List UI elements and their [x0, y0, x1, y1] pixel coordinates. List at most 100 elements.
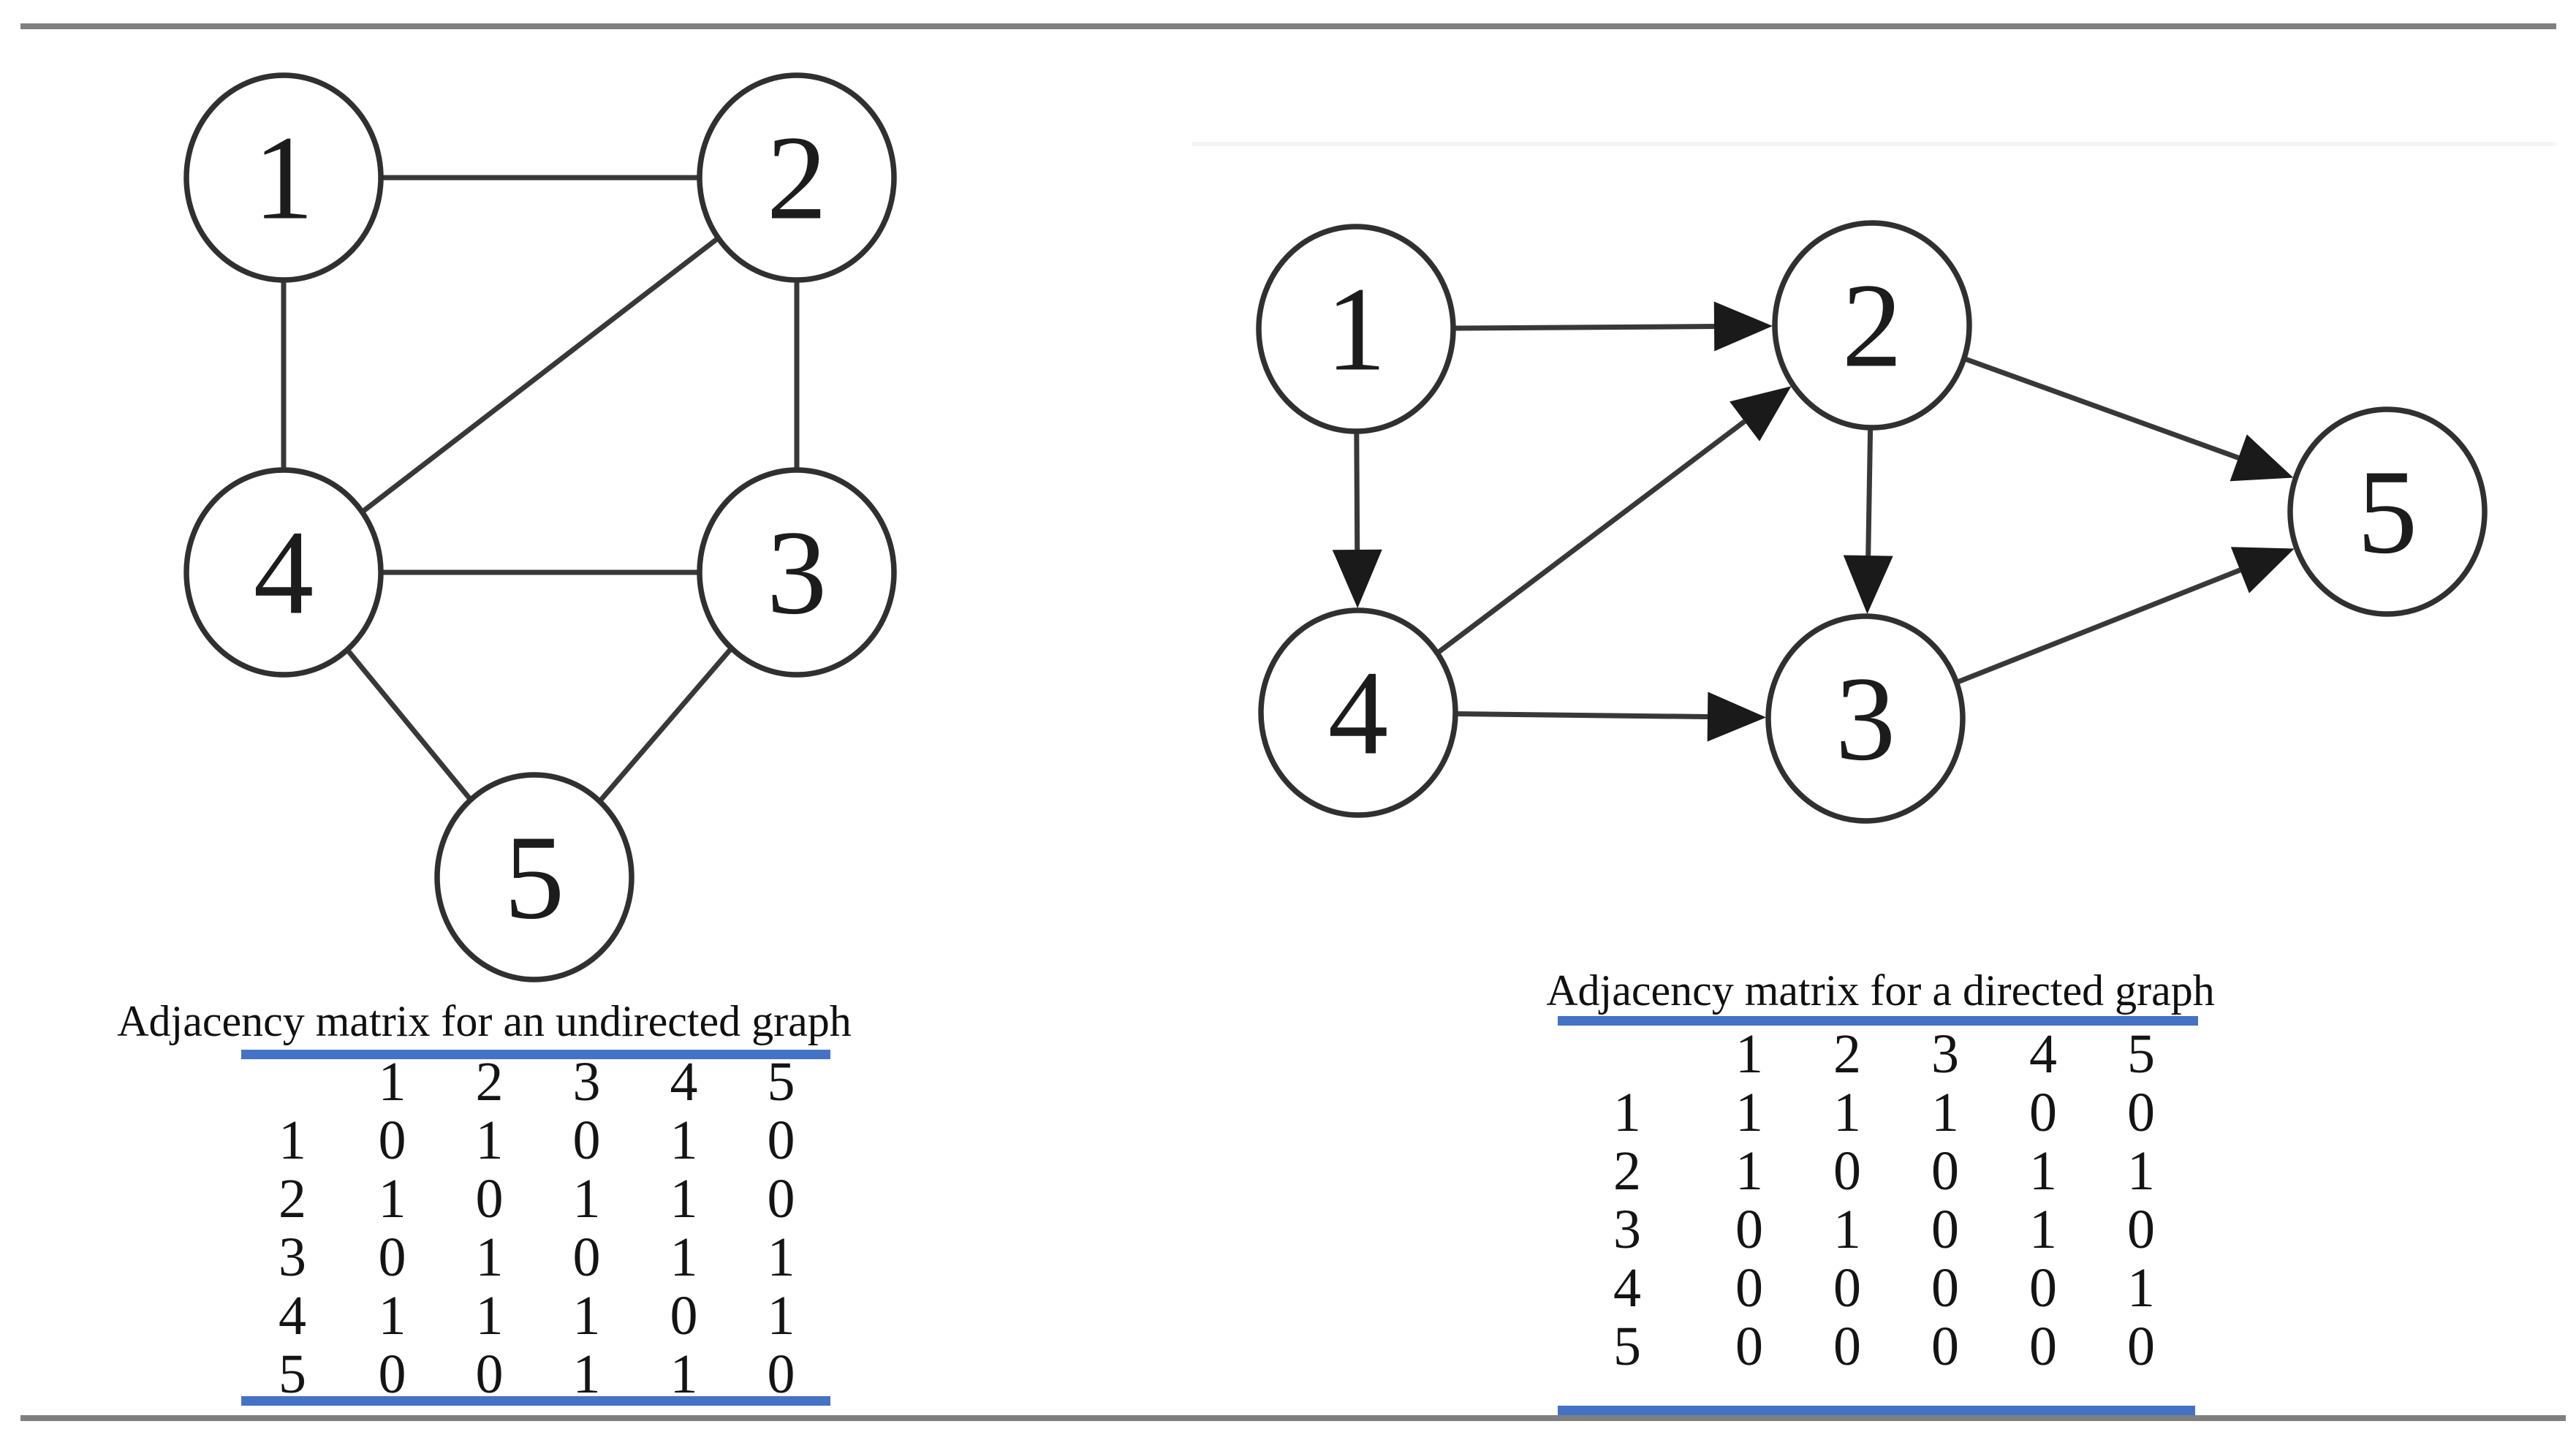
node-label-5: 5: [2357, 445, 2418, 579]
edge-2-5: [1963, 356, 2240, 461]
matrix-row-label: 4: [1613, 1257, 1641, 1319]
node-label-2: 2: [1842, 259, 1903, 393]
matrix-cell: 0: [2029, 1082, 2057, 1143]
matrix-row-label: 2: [1613, 1140, 1641, 1202]
matrix-cell: 1: [2029, 1199, 2057, 1260]
node-circle-4: [183, 467, 384, 678]
matrix-row-label: 1: [1613, 1082, 1641, 1143]
matrix-cell: 1: [475, 1110, 504, 1171]
node-5: 5: [434, 772, 634, 982]
node-label-4: 4: [254, 506, 314, 640]
node-label-3: 3: [1836, 652, 1896, 786]
matrix-cell: 0: [1735, 1199, 1763, 1260]
matrix-cell: 0: [1931, 1199, 1959, 1260]
matrix-cell: 1: [1931, 1082, 1959, 1143]
undirected-graph: 1 2 4 3 5: [183, 72, 897, 982]
node-2: 2: [697, 72, 897, 283]
matrix-cell: 0: [2029, 1257, 2057, 1319]
matrix-cell: 1: [670, 1168, 698, 1230]
matrix-cell: 1: [475, 1285, 504, 1346]
bottom-border-line: [20, 1415, 2566, 1421]
node-5: 5: [2287, 406, 2488, 617]
matrix-cell: 0: [2127, 1316, 2155, 1377]
matrix-cell: 1: [2127, 1257, 2155, 1319]
node-circle-3: [697, 467, 897, 678]
matrix-cell: 1: [572, 1168, 601, 1230]
matrix-col-header: 2: [1833, 1023, 1861, 1085]
node-label-5: 5: [504, 811, 565, 944]
arrowhead-3-5: [2230, 547, 2295, 594]
edge-2-4: [362, 235, 720, 513]
node-3: 3: [697, 467, 897, 678]
matrix-cell: 0: [1833, 1316, 1861, 1377]
node-label-2: 2: [767, 111, 827, 245]
matrix-cell: 1: [670, 1110, 698, 1171]
arrowhead-4-3: [1707, 692, 1767, 742]
node-circle-5: [434, 772, 634, 982]
undirected-matrix-title: Adjacency matrix for an undirected graph: [117, 997, 852, 1045]
matrix-cell: 1: [767, 1227, 795, 1288]
undirected-title-underline: [241, 1050, 830, 1059]
arrowhead-1-2: [1713, 301, 1773, 352]
matrix-cell: 0: [670, 1285, 698, 1346]
matrix-col-header: 3: [572, 1051, 601, 1113]
matrix-row-label: 5: [279, 1344, 306, 1405]
matrix-cell: 1: [1833, 1199, 1861, 1260]
directed-graph: 1 2 4 3 5: [1256, 220, 2488, 824]
arrowhead-4-2: [1730, 386, 1792, 442]
node-1: 1: [183, 72, 384, 283]
edge-2-3: [1865, 427, 1874, 556]
node-3: 3: [1765, 613, 1966, 824]
node-2: 2: [1772, 220, 1972, 431]
matrix-cell: 0: [1931, 1316, 1959, 1377]
matrix-cell: 1: [1735, 1140, 1763, 1202]
edge-1-2: [1452, 324, 1715, 331]
edge-4-2: [1436, 419, 1746, 656]
matrix-cell: 0: [572, 1227, 601, 1288]
node-circle-4: [1258, 607, 1458, 818]
matrix-cell: 0: [767, 1110, 795, 1171]
matrix-col-header: 2: [475, 1051, 504, 1113]
directed-matrix-underline: [1558, 1406, 2195, 1415]
directed-matrix-title: Adjacency matrix for a directed graph: [1546, 966, 2215, 1015]
matrix-row-label: 3: [1613, 1199, 1641, 1260]
node-circle-1: [1256, 224, 1456, 434]
node-label-1: 1: [254, 111, 314, 245]
matrix-col-header: 4: [2029, 1023, 2057, 1085]
matrix-cell: 1: [475, 1227, 504, 1288]
matrix-cell: 0: [2127, 1199, 2155, 1260]
faint-divider-line: [1192, 142, 2556, 146]
matrix-cell: 0: [378, 1227, 406, 1288]
matrix-row-label: 3: [279, 1227, 306, 1288]
matrix-row-label: 5: [1613, 1316, 1641, 1377]
matrix-cell: 1: [1735, 1082, 1763, 1143]
matrix-cell: 0: [572, 1110, 601, 1171]
matrix-cell: 1: [2029, 1140, 2057, 1202]
node-label-3: 3: [767, 506, 827, 640]
node-circle-1: [183, 72, 384, 283]
directed-title-underline: [1558, 1016, 2198, 1026]
matrix-cell: 1: [572, 1344, 601, 1405]
matrix-cell: 0: [767, 1168, 795, 1230]
matrix-cell: 0: [767, 1344, 795, 1405]
edge-4-3: [1455, 711, 1708, 720]
matrix-col-header: 1: [1735, 1023, 1763, 1085]
matrix-cell: 1: [2127, 1140, 2155, 1202]
matrix-cell: 1: [378, 1285, 406, 1346]
arrowhead-2-3: [1843, 555, 1893, 615]
node-4: 4: [183, 467, 384, 678]
arrowhead-2-5: [2230, 434, 2294, 482]
node-label-1: 1: [1326, 262, 1387, 396]
matrix-cell: 0: [378, 1110, 406, 1171]
matrix-cell: 1: [572, 1285, 601, 1346]
matrix-cell: 0: [1931, 1140, 1959, 1202]
node-4: 4: [1258, 607, 1458, 818]
matrix-row-label: 1: [279, 1110, 306, 1171]
matrix-cell: 1: [670, 1344, 698, 1405]
matrix-cell: 1: [1833, 1082, 1861, 1143]
top-border-line: [20, 23, 2556, 29]
edge-4-5: [345, 648, 471, 800]
matrix-cell: 0: [2127, 1082, 2155, 1143]
